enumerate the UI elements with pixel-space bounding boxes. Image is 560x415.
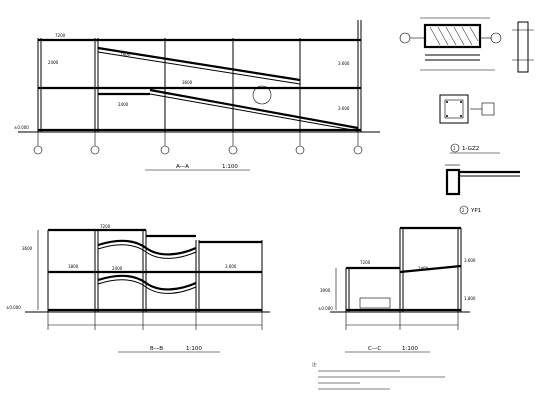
- dim-label: 3600: [182, 80, 193, 85]
- section-a-a: 7200 1800 2400 3600 2400 3.600 3.600 ±0.…: [14, 20, 380, 171]
- section-mark: 2: [462, 208, 465, 213]
- detail-gz2: 1 1-GZ2: [439, 94, 500, 154]
- section-b-b: 3600 7200 1800 2400 3.600 ±0.000 B—B 1:1…: [6, 224, 270, 353]
- dim-label: 2400: [112, 266, 123, 271]
- elevation-zero: ±0.000: [6, 305, 21, 310]
- section-mark: 1: [453, 146, 456, 151]
- elevation-zero: ±0.000: [318, 306, 333, 311]
- dim-label: 2400: [118, 102, 129, 107]
- section-b-scale: 1:100: [186, 346, 202, 352]
- dim-label: 7200: [100, 224, 111, 229]
- dim-label: 1800: [68, 264, 79, 269]
- section-c-c: 3900 7200 2400 3.600 1.800 ±0.000 C—C 1:…: [318, 226, 476, 353]
- detail-yp1: 2 YP1: [445, 164, 520, 215]
- dim-label: 3900: [320, 288, 331, 293]
- elevation-zero: ±0.000: [14, 125, 29, 130]
- section-a-title-symbol: A—A: [176, 164, 189, 170]
- section-b-title-symbol: B—B: [150, 346, 163, 352]
- dim-label: 2400: [48, 60, 59, 65]
- dim-label: 7200: [55, 33, 66, 38]
- section-a-scale: 1:100: [222, 164, 238, 170]
- section-c-scale: 1:100: [402, 346, 418, 352]
- elevation-label: 3.600: [338, 61, 350, 66]
- detail-plan: [399, 17, 534, 73]
- elevation-label: 1.800: [464, 296, 476, 301]
- yp1-label: YP1: [470, 208, 481, 214]
- notes-heading: 注:: [312, 361, 317, 367]
- dim-label: 7200: [360, 260, 371, 265]
- dim-label: 2400: [418, 266, 429, 271]
- elevation-label: 3.600: [464, 258, 476, 263]
- dim-label: 3600: [22, 246, 33, 251]
- elevation-label: 3.600: [338, 106, 350, 111]
- elevation-label: 3.600: [225, 264, 237, 269]
- dim-label: 1800: [120, 52, 131, 57]
- notes: 注:: [312, 361, 445, 390]
- section-c-title-symbol: C—C: [368, 346, 381, 352]
- gz2-label: 1-GZ2: [462, 146, 479, 152]
